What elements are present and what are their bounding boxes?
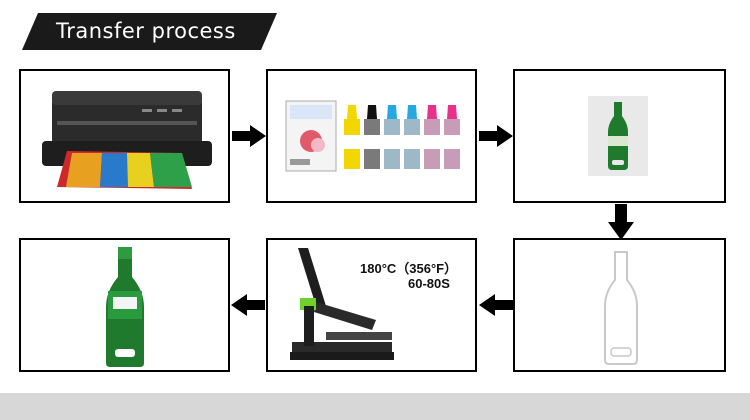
step-heat-press-panel: 180°C（356°F） 60-80S — [266, 238, 477, 372]
step-print-panel — [19, 69, 230, 203]
arrow-left-icon — [479, 294, 513, 316]
page-title: Transfer process — [56, 17, 236, 45]
finished-bottle-opener-icon — [101, 245, 149, 369]
time-label: 60-80S — [408, 276, 450, 291]
title-banner: Transfer process — [22, 13, 277, 50]
step-finished-panel — [19, 238, 230, 372]
arrow-down-icon — [608, 204, 634, 240]
footer-bar — [0, 393, 750, 420]
step-paper-ink-panel — [266, 69, 477, 203]
printer-icon — [32, 81, 222, 191]
step-blank-blank-panel — [513, 238, 726, 372]
temperature-label: 180°C（356°F） — [360, 258, 457, 277]
arrow-right-icon — [232, 125, 266, 147]
printed-bottle-design-icon — [588, 96, 648, 176]
step-printed-design-panel — [513, 69, 726, 203]
ink-bottles-icon — [278, 93, 468, 183]
blank-bottle-opener-icon — [601, 250, 641, 366]
arrow-left-icon — [231, 294, 265, 316]
arrow-right-icon — [479, 125, 513, 147]
